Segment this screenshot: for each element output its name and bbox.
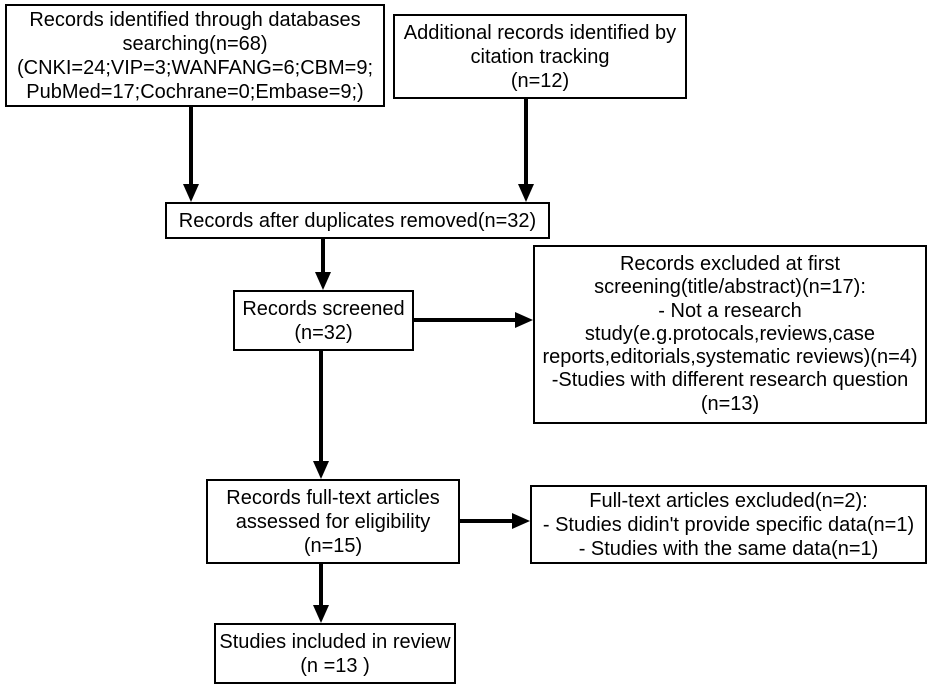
arrow-identified-to-duplicates-removed xyxy=(183,107,199,202)
additional-text-line: Additional records identified by xyxy=(403,21,677,44)
identified-text-line: (CNKI=24;VIP=3;WANFANG=6;CBM=9; xyxy=(16,56,374,79)
arrow-head xyxy=(512,513,530,529)
screened-text-line: Records screened xyxy=(242,297,405,320)
additional-text-line: citation tracking xyxy=(470,45,610,68)
arrow-head xyxy=(313,461,329,479)
box-additional-records: Additional records identified by citatio… xyxy=(393,14,687,99)
arrow-head xyxy=(315,272,331,290)
arrow-head xyxy=(515,312,533,328)
arrow-head xyxy=(518,184,534,202)
full-text-assessed-text-line: Records full-text articles xyxy=(226,486,440,509)
included-text-line: (n =13 ) xyxy=(300,654,370,677)
full-text-excluded-text-line: - Studies didin't provide specific data(… xyxy=(542,513,915,536)
box-records-after-duplicates-removed: Records after duplicates removed(n=32) xyxy=(165,202,550,239)
arrow-full-text-to-included xyxy=(313,564,329,623)
excluded-screening-text-line: screening(title/abstract)(n=17): xyxy=(594,276,866,299)
box-full-text-assessed-eligibility: Records full-text articles assessed for … xyxy=(206,479,460,564)
arrow-additional-to-duplicates-removed xyxy=(518,99,534,202)
box-studies-included-in-review: Studies included in review (n =13 ) xyxy=(214,623,456,684)
excluded-screening-text-line: -Studies with different research questio… xyxy=(551,369,909,392)
full-text-assessed-text-line: (n=15) xyxy=(303,534,363,557)
arrow-full-text-to-full-text-excluded xyxy=(460,513,530,529)
excluded-screening-text-line: Records excluded at first xyxy=(619,253,841,276)
identified-text-line: Records identified through databases xyxy=(29,8,361,31)
arrow-screened-to-excluded xyxy=(414,312,533,328)
identified-text-line: searching(n=68) xyxy=(122,32,268,55)
excluded-screening-text-line: reports,editorials,systematic reviews)(n… xyxy=(542,346,918,369)
arrow-duplicates-removed-to-screened xyxy=(315,239,331,290)
full-text-excluded-text-line: - Studies with the same data(n=1) xyxy=(578,537,879,560)
identified-text-line: PubMed=17;Cochrane=0;Embase=9;) xyxy=(26,80,364,103)
full-text-excluded-text-line: Full-text articles excluded(n=2): xyxy=(589,489,868,512)
box-records-identified-databases: Records identified through databases sea… xyxy=(5,4,385,107)
excluded-screening-text-line: study(e.g.protocals,reviews,case xyxy=(584,322,876,345)
arrow-head xyxy=(313,605,329,623)
full-text-assessed-text-line: assessed for eligibility xyxy=(235,510,431,533)
arrow-head xyxy=(183,184,199,202)
box-records-screened: Records screened (n=32) xyxy=(233,290,414,351)
box-full-text-articles-excluded: Full-text articles excluded(n=2): - Stud… xyxy=(530,485,927,564)
excluded-screening-text-line: - Not a research xyxy=(658,299,802,322)
screened-text-line: (n=32) xyxy=(294,321,353,344)
included-text-line: Studies included in review xyxy=(219,630,451,653)
after-duplicates-text-line: Records after duplicates removed(n=32) xyxy=(178,209,537,232)
arrow-screened-to-full-text-assessed xyxy=(313,351,329,479)
excluded-screening-text-line: (n=13) xyxy=(700,392,760,415)
additional-text-line: (n=12) xyxy=(510,69,570,92)
box-records-excluded-first-screening: Records excluded at first screening(titl… xyxy=(533,245,927,424)
